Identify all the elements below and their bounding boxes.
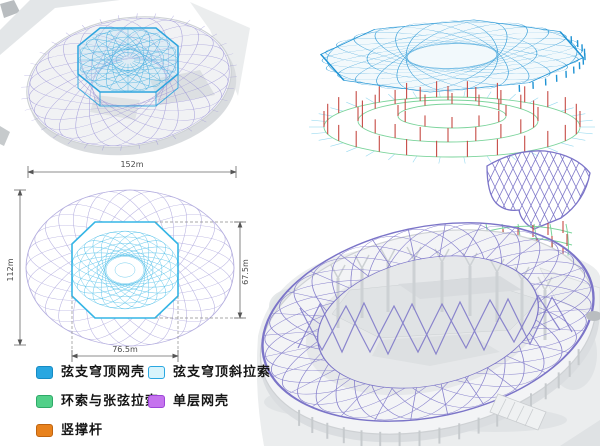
legend-label-ring-cables: 环索与张弦拉索	[61, 394, 160, 409]
dimension-76-5m: 76.5m	[71, 345, 179, 362]
dimension-67-5m: 67.5m	[234, 221, 250, 319]
legend-label-diagonal-cables: 弦支穹顶斜拉索	[173, 365, 272, 380]
ring-cables-struts-component	[309, 81, 595, 164]
legend-swatch-struts	[36, 424, 53, 437]
legend-swatch-single-layer-shell	[148, 395, 165, 408]
dimension-152m: 152m	[27, 160, 237, 178]
plaza-detail	[586, 311, 600, 321]
bowl-diagonal-braces	[297, 294, 573, 356]
legend-swatch-diagonal-cables	[148, 366, 165, 379]
legend-label-single-layer-shell: 单层网壳	[173, 394, 230, 409]
dim-label-67-5m: 67.5m	[241, 259, 250, 285]
plaza-shape	[0, 0, 120, 55]
rim-columns	[298, 349, 580, 446]
legend-swatch-dome-shell	[36, 366, 53, 379]
interior-roof-slab	[398, 276, 522, 299]
dashed-extension-lines	[71, 221, 244, 352]
plan-octagon-mesh	[72, 230, 178, 310]
aerial-dome-mesh	[78, 28, 178, 92]
corner-artifact	[0, 0, 20, 18]
aerial-wireframe-view	[0, 0, 250, 156]
tall-columns	[330, 246, 553, 340]
dome-shell-mesh	[321, 20, 583, 92]
legend-label-struts: 竖撑杆	[61, 423, 104, 438]
legend-item-single-layer-shell: 单层网壳	[148, 395, 271, 408]
dim-label-112m: 112m	[6, 258, 15, 281]
stairs	[489, 393, 547, 431]
dim-label-152m: 152m	[120, 160, 143, 169]
plan-view	[25, 189, 235, 347]
legend-label-dome-shell: 弦支穹顶网壳	[61, 365, 146, 380]
interior-pit	[372, 334, 500, 366]
interior-slab	[90, 95, 140, 120]
legend-item-struts: 竖撑杆	[36, 424, 148, 437]
dome-shell-component	[319, 19, 586, 93]
dome-shell-outline	[319, 19, 585, 93]
legend-swatch-ring-cables	[36, 395, 53, 408]
vertical-struts	[323, 81, 581, 157]
dim-label-76-5m: 76.5m	[112, 345, 138, 354]
legend-item-ring-cables: 环索与张弦拉索	[36, 395, 158, 408]
roof-ring-outline	[261, 222, 595, 422]
aerial-dome-wall	[77, 74, 179, 107]
aerial-dome	[77, 27, 179, 107]
legend: 弦支穹顶网壳 弦支穹顶斜拉索 环索与张弦拉索 单层网壳 竖撑杆	[36, 366, 271, 437]
dimension-112m: 112m	[6, 189, 26, 346]
plaza-wedge	[560, 420, 600, 446]
aerial-rim-trusses	[21, 13, 237, 151]
legend-item-dome-shell: 弦支穹顶网壳	[36, 366, 148, 379]
legend-item-diagonal-cables: 弦支穹顶斜拉索	[148, 366, 271, 379]
side-canopy	[539, 267, 600, 319]
dome-shell-edge-fringe	[518, 36, 586, 92]
building-render-view	[256, 222, 600, 446]
corner-artifact	[0, 126, 10, 146]
dimension-annotations: 152m 112m 67.5m 76.5m	[6, 160, 250, 362]
